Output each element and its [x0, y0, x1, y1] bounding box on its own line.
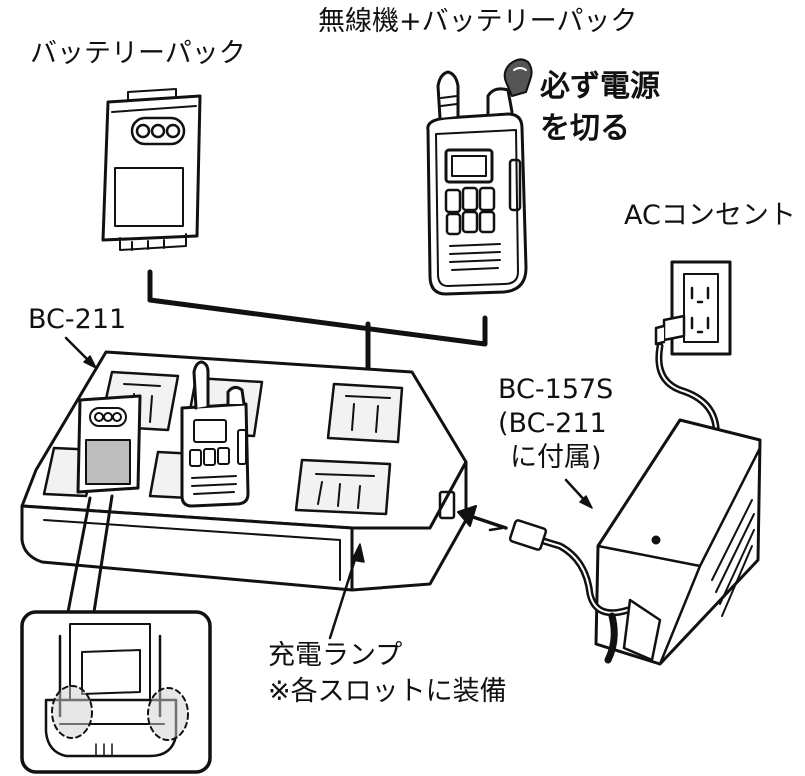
- charging-battery-illustration: [76, 394, 142, 494]
- wall-outlet-illustration: [670, 260, 732, 356]
- label-adapter-note-1: (BC-211: [498, 408, 607, 439]
- charging-radio-illustration: [180, 360, 250, 508]
- dc-cord-illustration: [488, 519, 662, 664]
- power-cord-illustration: [654, 314, 720, 444]
- hand-pointing-icon: [503, 58, 533, 97]
- label-charger-model: BC-211: [28, 304, 127, 335]
- inset-detail: [20, 610, 212, 774]
- label-warning-line2: を切る: [540, 111, 630, 146]
- label-battery-pack: バッテリーパック: [30, 38, 246, 69]
- label-adapter-note-2: に付属): [510, 442, 602, 473]
- leader-lines: [64, 336, 593, 640]
- label-charge-lamp: 充電ランプ: [268, 640, 403, 671]
- label-warning-line1: 必ず電源: [540, 69, 660, 104]
- arrow-icon: [457, 505, 508, 530]
- ac-adapter-illustration: [594, 418, 762, 666]
- battery-pack-illustration: [101, 88, 202, 251]
- label-adapter-model: BC-157S: [498, 374, 614, 405]
- label-lamp-note: ※各スロットに装備: [268, 676, 507, 707]
- label-ac-outlet: ACコンセント: [624, 200, 796, 231]
- label-radio-battery: 無線機+バッテリーパック: [318, 6, 638, 37]
- radio-with-battery-illustration: [426, 70, 528, 296]
